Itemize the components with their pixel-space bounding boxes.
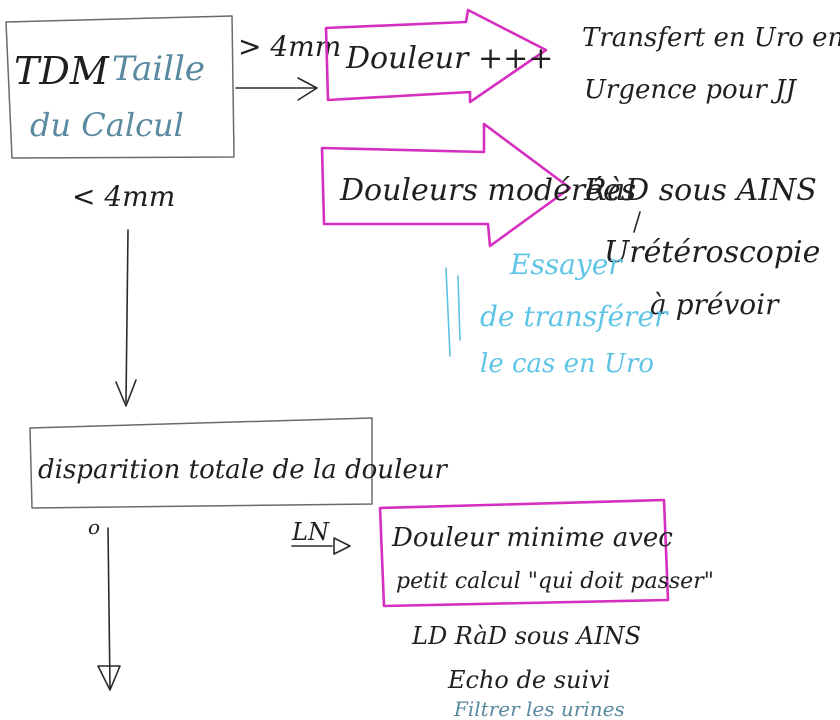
note-bar-right bbox=[457, 275, 461, 341]
pain-plus-label: Douleur +++ bbox=[345, 41, 553, 76]
transfer-note-line2: Urgence pour JJ bbox=[584, 75, 797, 105]
rad-slash-mark bbox=[633, 211, 641, 233]
transfer-note-line1: Transfert en Uro en bbox=[582, 23, 840, 53]
pain-disappear-node: disparition totale de la douleur bbox=[29, 417, 449, 509]
ureteroscopy-line1: Urétéroscopie bbox=[604, 235, 820, 270]
try-transfer-line1: Essayer bbox=[509, 248, 623, 281]
pain-moderate-arrow-shape bbox=[320, 122, 572, 248]
pain-moderate-label: Douleurs modérées bbox=[339, 173, 636, 208]
pain-minimal-border bbox=[378, 498, 670, 608]
arrow-to-pain-disappear bbox=[115, 229, 137, 407]
start-node-taille: Taille bbox=[112, 49, 205, 89]
pain-moderate-node: Douleurs modérées bbox=[320, 122, 636, 248]
arrow-down-bottom bbox=[97, 527, 121, 691]
pain-minimal-line1: Douleur minime avec bbox=[391, 523, 673, 553]
start-node-calcul: du Calcul bbox=[30, 106, 184, 144]
followup-line3: Filtrer les urines bbox=[453, 697, 625, 720]
ureteroscopy-line2: à prévoir bbox=[650, 288, 780, 321]
try-transfer-note: Essayer de transférer le cas en Uro bbox=[445, 248, 669, 379]
note-bar-left bbox=[445, 267, 451, 357]
arrow-to-pain-plus bbox=[235, 77, 318, 101]
branch-small-label: < 4mm bbox=[72, 180, 175, 213]
pain-minimal-node: Douleur minime avec petit calcul "qui do… bbox=[378, 498, 714, 608]
pain-plus-arrow-shape bbox=[324, 8, 548, 104]
start-node-tdm: TDM bbox=[14, 49, 110, 93]
try-transfer-line3: le cas en Uro bbox=[480, 349, 654, 379]
branch-large-label: > 4mm bbox=[238, 30, 341, 63]
pain-minimal-line2: petit calcul "qui doit passer" bbox=[396, 569, 714, 594]
ln-arrow-head bbox=[333, 537, 351, 555]
pain-plus-node: Douleur +++ bbox=[324, 8, 553, 104]
rad-label: RàD sous AINS bbox=[583, 173, 817, 208]
followup-line1: LD RàD sous AINS bbox=[411, 622, 641, 650]
pain-disappear-label: disparition totale de la douleur bbox=[38, 455, 449, 485]
ln-label: LN bbox=[291, 518, 330, 546]
try-transfer-line2: de transférer bbox=[480, 300, 669, 333]
no-marker: o bbox=[88, 515, 100, 539]
pain-disappear-border bbox=[29, 417, 373, 509]
followup-line2: Echo de suivi bbox=[447, 666, 610, 694]
start-node: TDM Taille du Calcul bbox=[5, 15, 235, 159]
start-node-border bbox=[5, 15, 235, 159]
